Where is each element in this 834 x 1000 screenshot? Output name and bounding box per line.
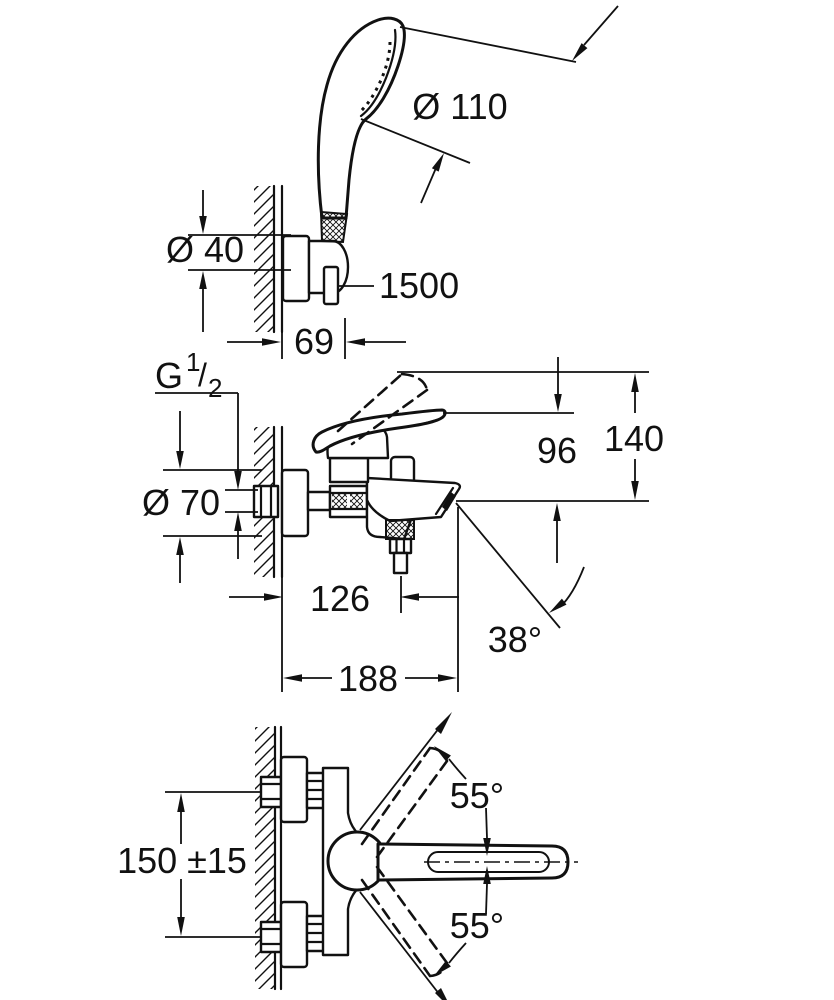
dim-thread-slash: /: [198, 357, 207, 393]
outlet-hex: [388, 537, 413, 555]
outlet-knurl-nut: [385, 519, 415, 540]
aerator: [442, 492, 456, 511]
aerator-line: [434, 486, 455, 516]
dim-spout-reach-lines: [283, 674, 457, 682]
dim-lever-height: 96: [537, 430, 577, 471]
shower-hose: [322, 265, 340, 306]
lever-tip-line: [417, 418, 440, 427]
dim-swivel-up-lines: [359, 712, 491, 856]
escutcheon-top: [279, 755, 309, 824]
escutcheon: [280, 468, 310, 538]
coupling-nut-bands: [328, 491, 369, 511]
dim-escutcheon-diameter: Ø 70: [142, 482, 220, 523]
hand-shower-body: [316, 16, 406, 220]
outlet-hex-facets: [395, 537, 406, 555]
wall-hatching: [254, 186, 274, 332]
dim-center-distance-lines: [165, 791, 262, 938]
union-tube: [306, 490, 332, 512]
dim-thread-size: G: [155, 355, 183, 396]
hex-nut-bottom: [259, 920, 283, 954]
dim-lever-height-lines: [553, 357, 562, 563]
spout: [365, 476, 462, 523]
dim-swivel-down-lines: [359, 866, 491, 1000]
dim-thread-lines: [155, 392, 258, 559]
lever-raised-dashed: [336, 372, 429, 446]
view-mixer-side: G 1 / 2 Ø 70 96 140: [142, 347, 664, 699]
cartridge-collar: [328, 456, 370, 484]
wall-hex-nut-facets: [259, 484, 273, 519]
handle-grip-knurl: [319, 210, 349, 244]
view-hand-shower: Ø 110 Ø 40 1500 69: [166, 5, 619, 362]
dim-head-diameter-lines: [360, 5, 619, 204]
dim-holder-depth: 69: [294, 321, 334, 362]
reference-lines: [397, 371, 649, 502]
wall-line: [272, 184, 284, 334]
holder-escutcheon: [281, 234, 311, 303]
hex-nut-top: [259, 775, 283, 809]
coupling-knurl: [332, 494, 347, 508]
dim-swivel-down: 55°: [450, 905, 504, 946]
escutcheon-bottom: [279, 900, 309, 969]
dim-holder-diameter: Ø 40: [166, 229, 244, 270]
dim-max-height: 140: [604, 418, 664, 459]
dim-holder-diameter-lines: [188, 190, 291, 332]
hex-nut-top-facets: [259, 782, 283, 801]
dim-head-diameter: Ø 110: [412, 86, 507, 127]
dim-swivel-up: 55°: [450, 775, 504, 816]
dim-max-height-lines: [631, 373, 639, 500]
dim-spout-angle-lines: [455, 502, 585, 692]
hex-nut-bottom-facets: [259, 927, 283, 946]
dim-escutcheon-diameter-lines: [163, 411, 262, 583]
dim-hose-length: 1500: [379, 265, 459, 306]
spray-face-inner-line: [359, 28, 397, 118]
dim-spout-angle: 38°: [488, 619, 542, 660]
lever-plan: [376, 842, 570, 882]
dim-outlet-offset-lines: [229, 576, 459, 692]
coupling-knurl: [350, 494, 363, 508]
dim-holder-depth-lines: [227, 318, 406, 359]
dim-spout-reach: 188: [338, 658, 398, 699]
dim-outlet-offset: 126: [310, 578, 370, 619]
dim-thread-sup: 1: [186, 347, 200, 377]
dim-center-distance: 150 ±15: [117, 840, 247, 881]
view-mixer-top: 55° 55° 150 ±15: [117, 712, 578, 1000]
dim-thread-sub: 2: [208, 373, 222, 403]
outlet-nipple: [392, 551, 409, 575]
